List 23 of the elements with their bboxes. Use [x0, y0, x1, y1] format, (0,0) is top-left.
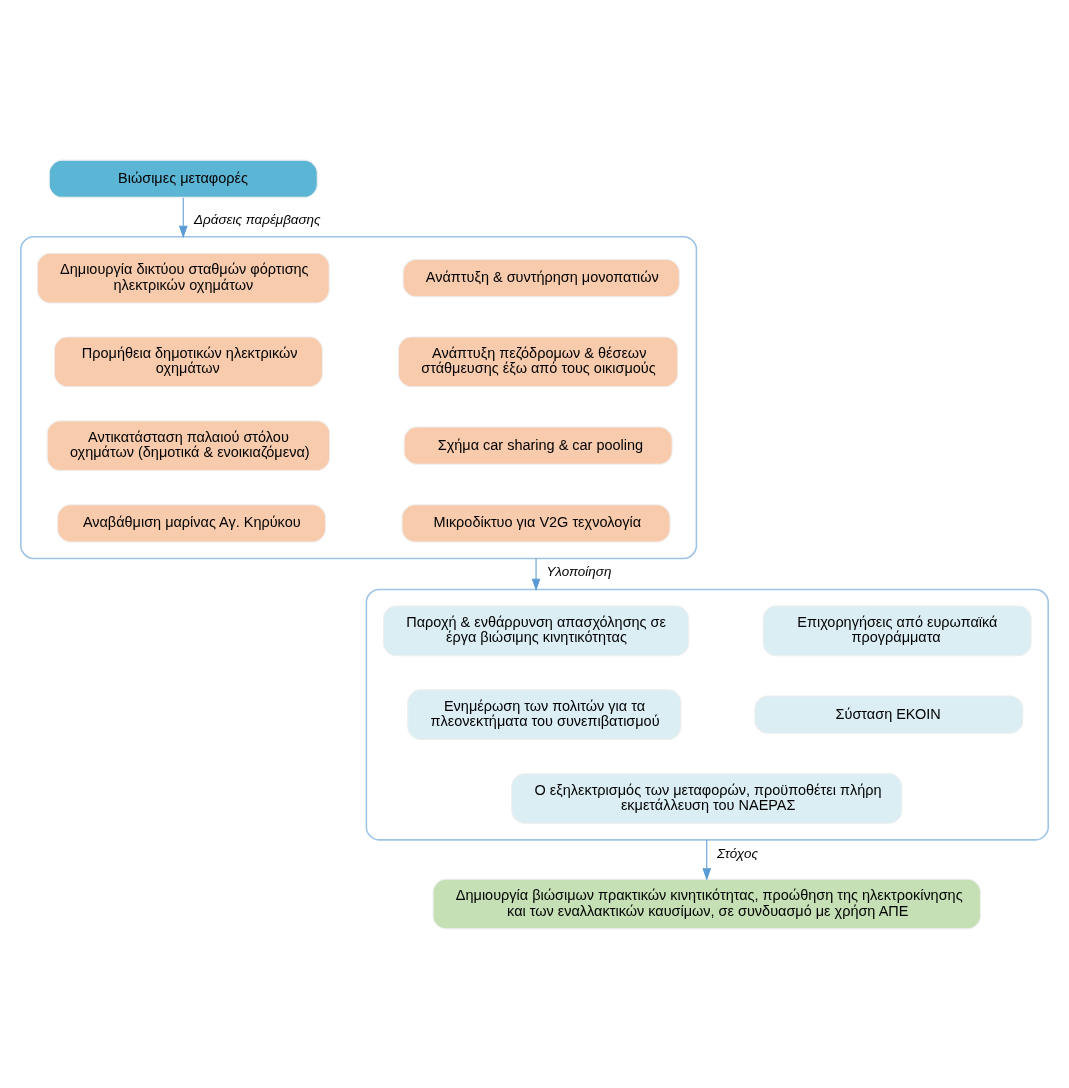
node-box: Αντικατάσταση παλαιού στόλου οχημάτων (δημοτικά & ενοικιαζόμενα)	[46, 419, 331, 471]
node-box: Σχήμα car sharing & car pooling	[403, 426, 673, 465]
node-box: Βιώσιμες μεταφορές	[48, 159, 318, 198]
node-box: Σύσταση ΕΚΟΙΝ	[754, 695, 1024, 734]
node-box: Ενημέρωση των πολιτών για τα πλεονεκτήματα του συνεπιβατισμού	[407, 688, 682, 740]
node-box: Προμήθεια δημοτικών ηλεκτρικών οχημάτων	[53, 336, 323, 387]
node-box: Μικροδίκτυο για V2G τεχνολογία	[401, 503, 671, 542]
cluster	[365, 588, 1049, 841]
node-box: Αναβάθμιση μαρίνας Αγ. Κηρύκου	[57, 503, 327, 542]
node-box: Δημιουργία βιώσιμων πρακτικών κινητικότητας, προώθηση της ηλεκτροκίνησης και των εναλλακτικών καυσίμων, σε συνδυασμό με χρήση ΑΠΕ	[432, 878, 981, 929]
node-box: Επιχορηγήσεις από ευρωπαϊκά προγράμματα	[762, 605, 1032, 656]
edge-label: Δράσεις παρέμβασης	[194, 211, 321, 227]
arrow	[178, 196, 188, 238]
node-box: Δημιουργία δικτύου σταθμών φόρτισης ηλεκτρικών οχημάτων	[36, 252, 330, 303]
node-box: Ανάπτυξη & συντήρηση μονοπατιών	[402, 258, 680, 297]
node-box: Ο εξηλεκτρισμός των μεταφορών, προϋποθέτει πλήρη εκμετάλλευση του ΝΑΕΡΑΣ	[511, 772, 903, 824]
arrow	[702, 838, 712, 881]
arrow	[531, 557, 541, 591]
cluster	[20, 235, 698, 559]
node-box: Ανάπτυξη πεζόδρομων & θέσεων στάθμευσης έξω από τους οικισμούς	[397, 336, 679, 387]
edge-label: Στόχος	[717, 845, 758, 861]
node-box: Παροχή & ενθάρρυνση απασχόλησης σε έργα βιώσιμης κινητικότητας	[382, 605, 690, 656]
edge-label: Υλοποίηση	[546, 563, 612, 579]
